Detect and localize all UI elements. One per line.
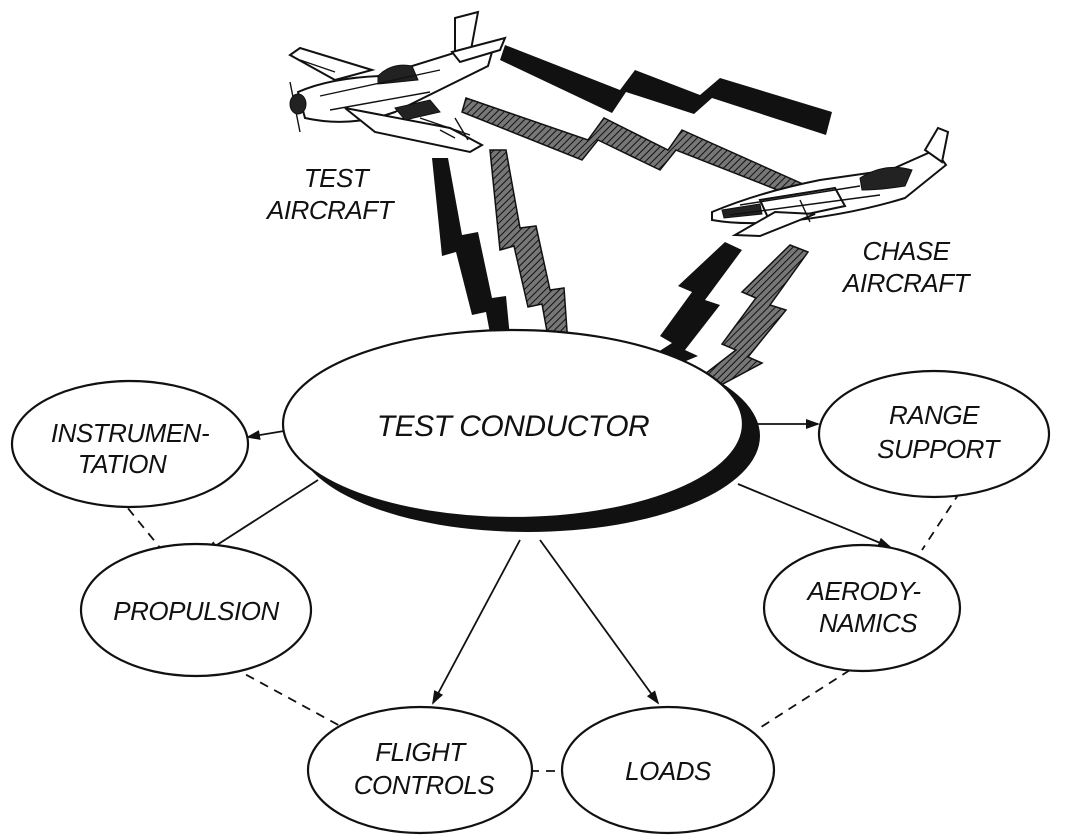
- radio-link-test-to-chase-upper: [500, 45, 832, 135]
- test-aircraft-label-line-1: TEST: [304, 163, 371, 193]
- chase-aircraft-illustration: [711, 126, 950, 238]
- dash-aerodynamics-loads: [757, 669, 851, 730]
- test-conductor-node: TEST CONDUCTOR: [281, 328, 760, 532]
- aerodynamics-label-line-1: AERODY-: [805, 576, 921, 606]
- range-support-label-line-2: SUPPORT: [877, 434, 1001, 464]
- arrows-from-conductor: [204, 419, 892, 705]
- instrumentation-node: INSTRUMEN- TATION: [10, 379, 250, 509]
- radio-link-test-to-chase-lower: [461, 97, 807, 199]
- dash-range-support-aerodynamics: [921, 491, 961, 551]
- flight-controls-label-line-1: FLIGHT: [375, 737, 467, 767]
- range-support-label-line-1: RANGE: [889, 400, 980, 430]
- arrow-to-flight-controls: [432, 539, 521, 705]
- test-conductor-ellipse: [281, 328, 745, 520]
- chase-aircraft-label-line-2: AIRCRAFT: [841, 268, 972, 298]
- test-conductor-label: TEST CONDUCTOR: [377, 410, 649, 443]
- radio-link-test-to-conductor-left: [432, 158, 512, 360]
- loads-label: LOADS: [625, 756, 712, 786]
- range-support-node: RANGE SUPPORT: [817, 369, 1051, 499]
- chase-aircraft-label-line-1: CHASE: [862, 236, 950, 266]
- propulsion-label: PROPULSION: [113, 596, 279, 626]
- aerodynamics-node: AERODY- NAMICS: [762, 543, 962, 673]
- arrow-to-aerodynamics: [737, 483, 892, 548]
- arrow-to-propulsion: [204, 479, 319, 554]
- test-aircraft-illustration: [288, 10, 507, 154]
- flight-controls-node: FLIGHT CONTROLS: [306, 705, 534, 835]
- radio-link-chase-to-conductor-left: [630, 242, 742, 378]
- loads-node: LOADS: [560, 705, 776, 835]
- dash-propulsion-flight-controls: [231, 666, 343, 728]
- arrow-to-loads: [539, 539, 660, 705]
- propulsion-node: PROPULSION: [79, 542, 313, 678]
- flight-controls-label-line-2: CONTROLS: [354, 770, 496, 800]
- test-aircraft-label-line-2: AIRCRAFT: [265, 195, 396, 225]
- instrumentation-label-line-2: TATION: [78, 449, 167, 479]
- aerodynamics-label-line-2: NAMICS: [819, 608, 918, 638]
- instrumentation-label-line-1: INSTRUMEN-: [51, 418, 210, 448]
